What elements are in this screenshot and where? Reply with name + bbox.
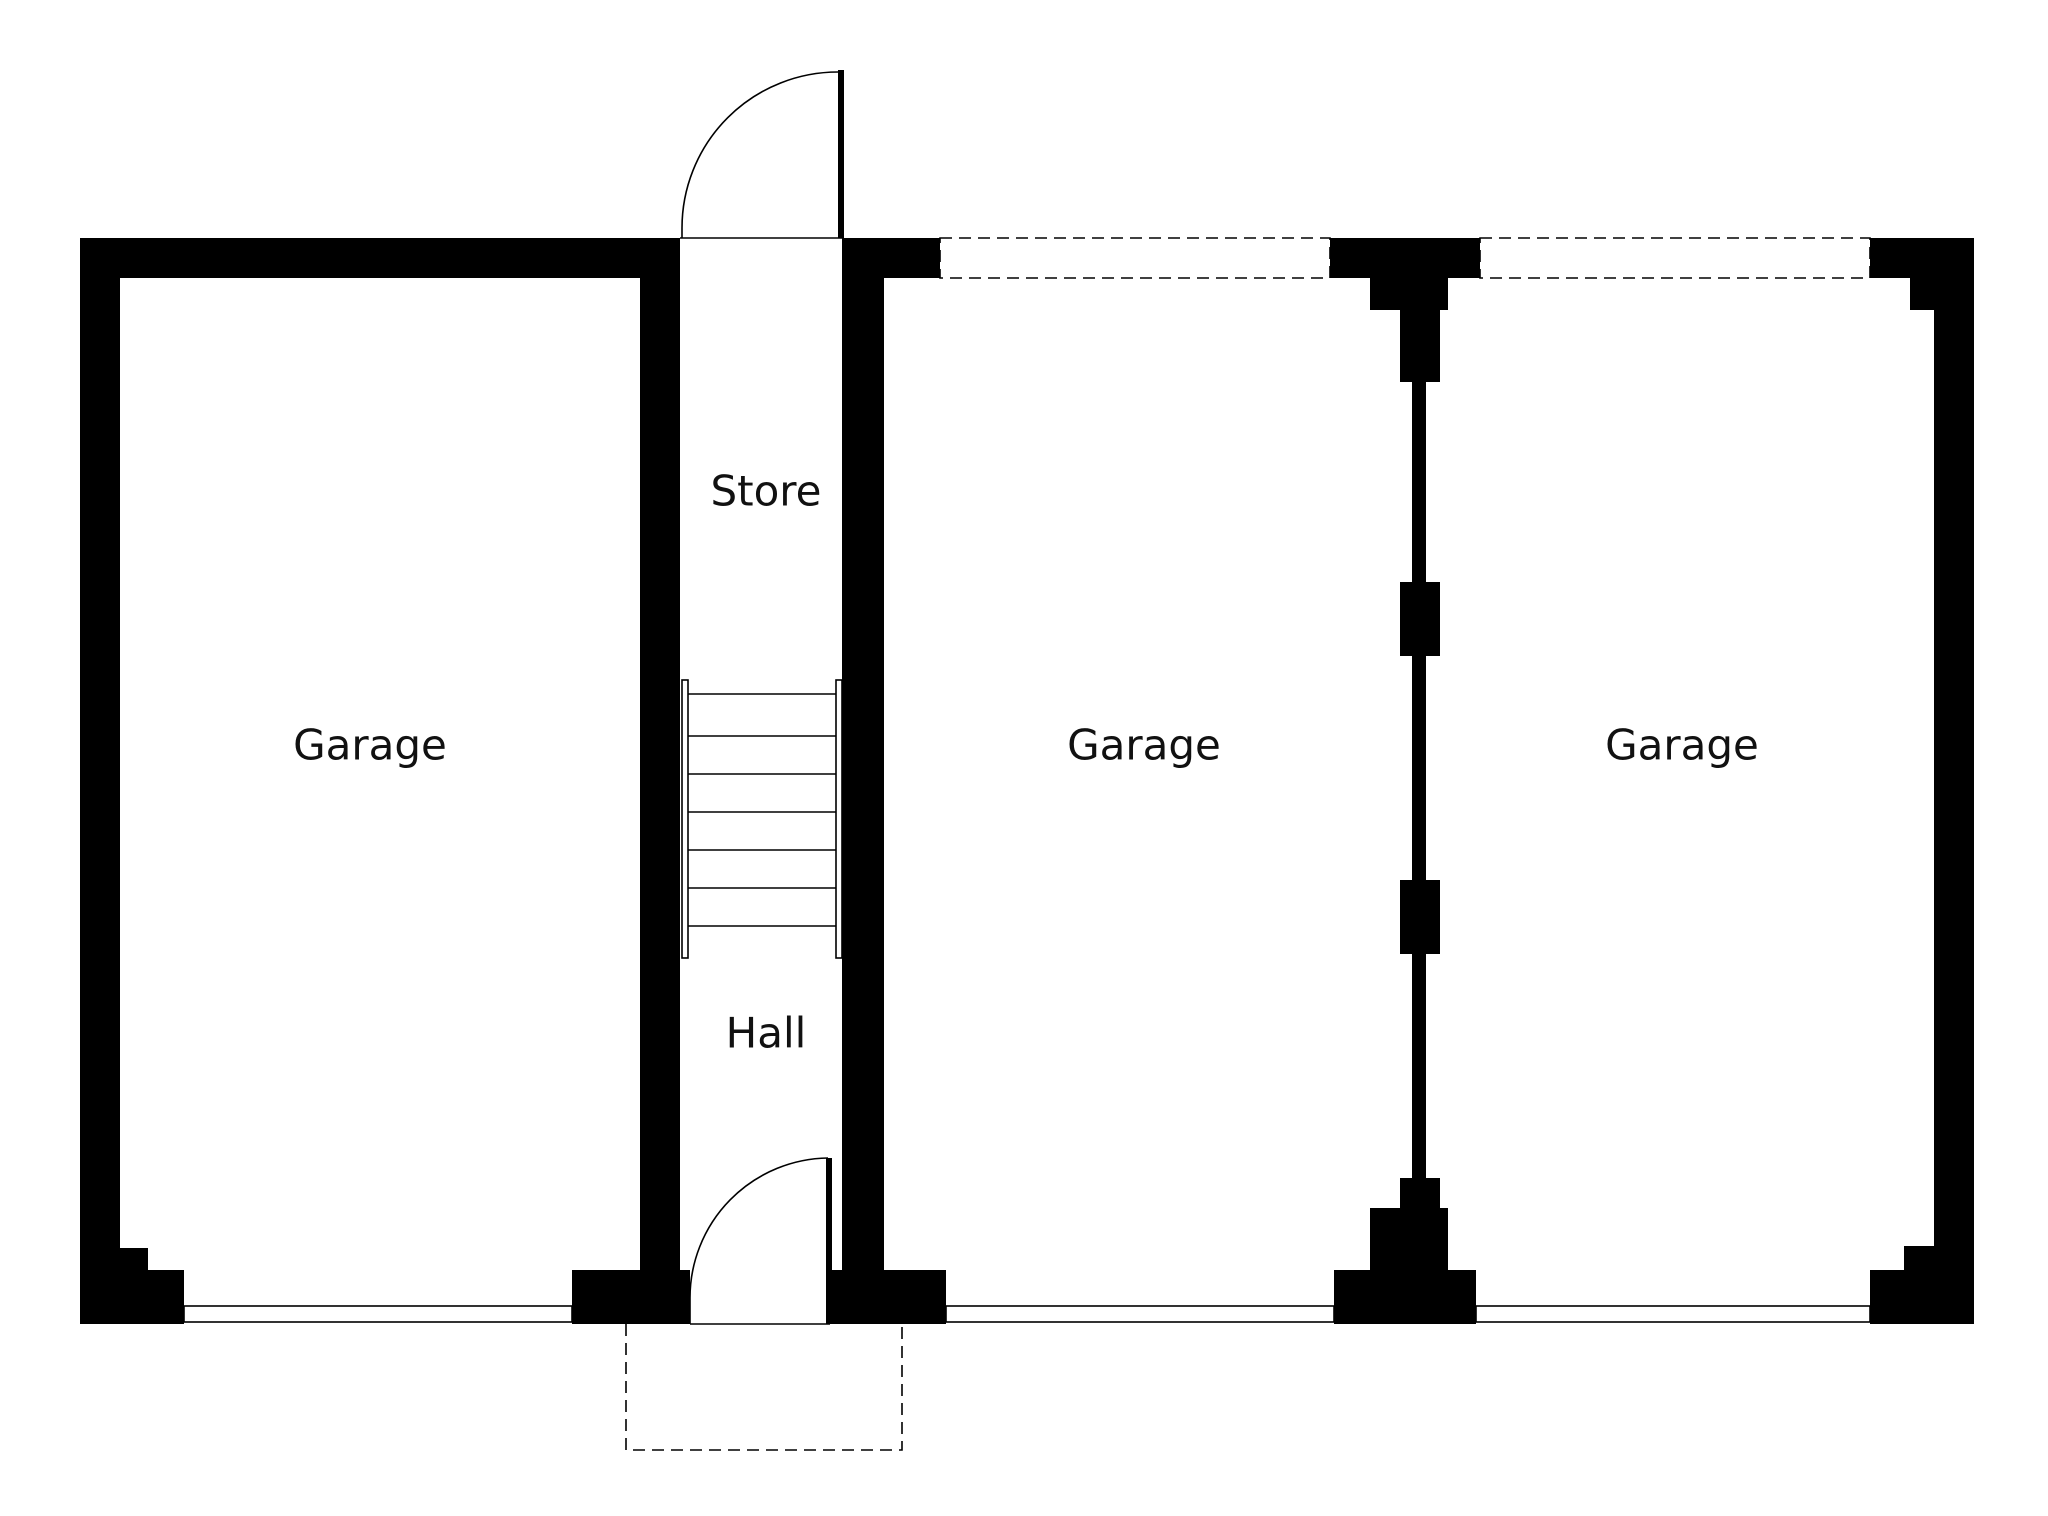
staircase [681, 679, 843, 959]
room-label-garage-right: Garage [1605, 721, 1759, 770]
right-garage-top-opening [1479, 237, 1871, 279]
right-garage-bottom-right-pier-step [1870, 1270, 1910, 1324]
store-door-swing [681, 71, 839, 238]
right-garage-right-wall [1934, 238, 1974, 1324]
left-garage-bottom-left-pier [80, 1248, 148, 1324]
room-label-store: Store [710, 467, 821, 516]
room-label-garage-left: Garage [293, 721, 447, 770]
left-garage-door-strip [183, 1305, 573, 1323]
central-column-top [1330, 238, 1480, 278]
left-garage-right-wall [640, 238, 680, 1324]
hall-door-leaf [826, 1158, 832, 1324]
left-garage-bottom-right-pier [572, 1270, 690, 1324]
central-column-bottom [1334, 1270, 1476, 1324]
left-garage-top-wall [80, 238, 680, 278]
store-door-leaf [838, 70, 844, 238]
partition-post-upper [1400, 582, 1440, 656]
right-garage-door-strip [1475, 1305, 1871, 1323]
central-column-top-step [1370, 278, 1448, 310]
room-label-hall: Hall [726, 1009, 807, 1058]
garage-partition-wall [1412, 382, 1426, 1182]
hall-right-wall [842, 238, 884, 1324]
hall-door-swing [689, 1157, 829, 1324]
left-garage-left-wall [80, 238, 120, 1324]
left-garage-bottom-left-pier-step [148, 1270, 184, 1324]
right-garage-walls [1475, 237, 1974, 1324]
middle-garage-top-wall-left [842, 238, 940, 278]
middle-garage-walls [842, 237, 1480, 1324]
store-hall-area [625, 70, 946, 1451]
stair-stringer-right [835, 679, 843, 959]
left-garage-walls [80, 238, 690, 1324]
stair-stringer-left [681, 679, 689, 959]
porch-outline [625, 1324, 903, 1451]
hall-bottom-right-pier [830, 1270, 946, 1324]
right-garage-bottom-right-pier [1904, 1246, 1974, 1324]
partition-post-lower [1400, 880, 1440, 954]
middle-garage-top-opening [939, 237, 1331, 279]
room-label-garage-middle: Garage [1067, 721, 1221, 770]
middle-garage-door-strip [945, 1305, 1335, 1323]
central-column-top-post [1400, 310, 1440, 382]
